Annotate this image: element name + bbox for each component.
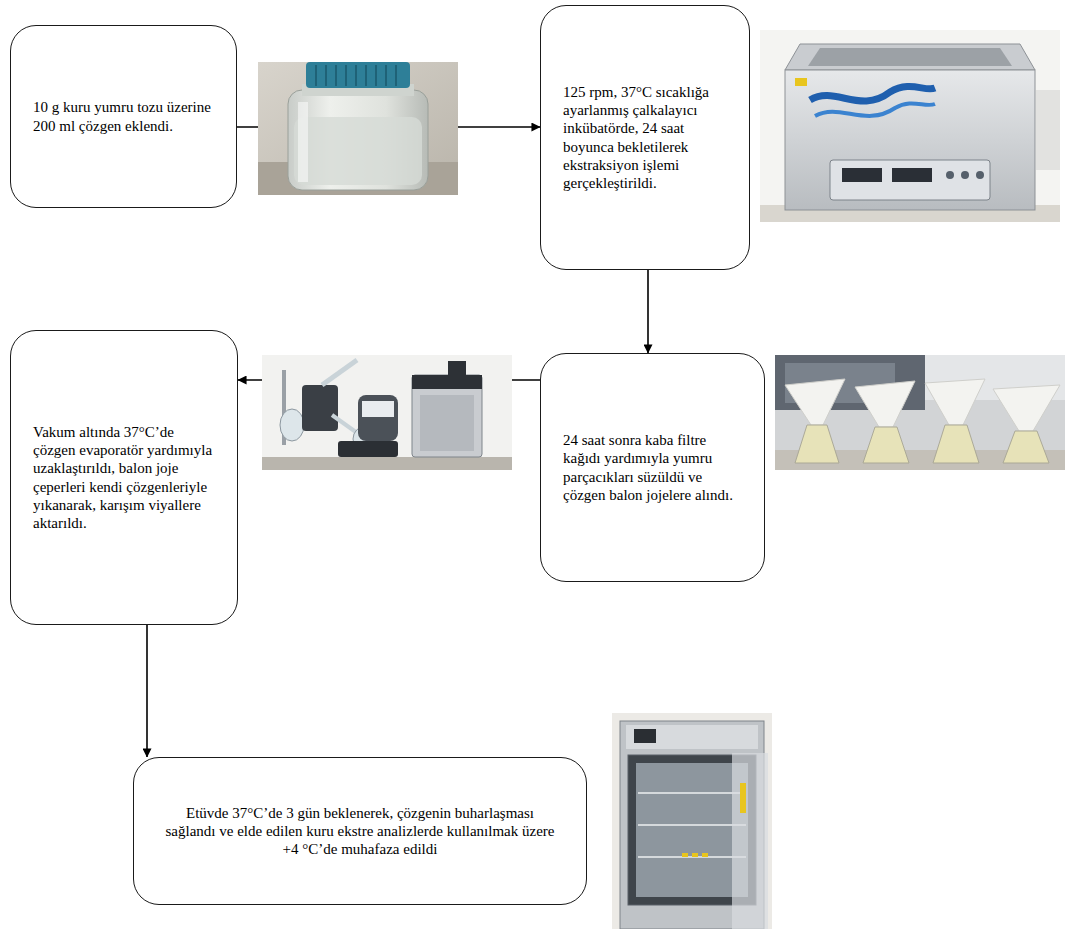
step-text: Vakum altında 37°C’de çözgen evaporatör …	[33, 423, 215, 533]
process-box: 24 saat sonra kaba filtre kağıdı yardımı…	[540, 353, 765, 582]
evaporator-photo	[262, 355, 512, 470]
step-text: Etüvde 37°C’de 3 gün beklenerek, çözgeni…	[162, 804, 558, 859]
step-text: 10 g kuru yumru tozu üzerine 200 ml çözg…	[33, 98, 214, 135]
process-box: 10 g kuru yumru tozu üzerine 200 ml çözg…	[10, 25, 237, 208]
step-text: 24 saat sonra kaba filtre kağıdı yardımı…	[563, 431, 742, 504]
filtration-photo	[775, 355, 1065, 470]
flow-arrow	[647, 270, 649, 353]
oven-photo	[612, 713, 772, 929]
step-text: 125 rpm, 37°C sıcaklığa ayarlanmış çalka…	[563, 83, 727, 193]
incubator-photo	[760, 30, 1060, 222]
process-box: Vakum altında 37°C’de çözgen evaporatör …	[10, 330, 238, 625]
process-box: Etüvde 37°C’de 3 gün beklenerek, çözgeni…	[133, 757, 587, 905]
flow-arrow	[146, 625, 148, 757]
process-box: 125 rpm, 37°C sıcaklığa ayarlanmış çalka…	[540, 5, 750, 270]
jar-photo	[258, 62, 458, 195]
